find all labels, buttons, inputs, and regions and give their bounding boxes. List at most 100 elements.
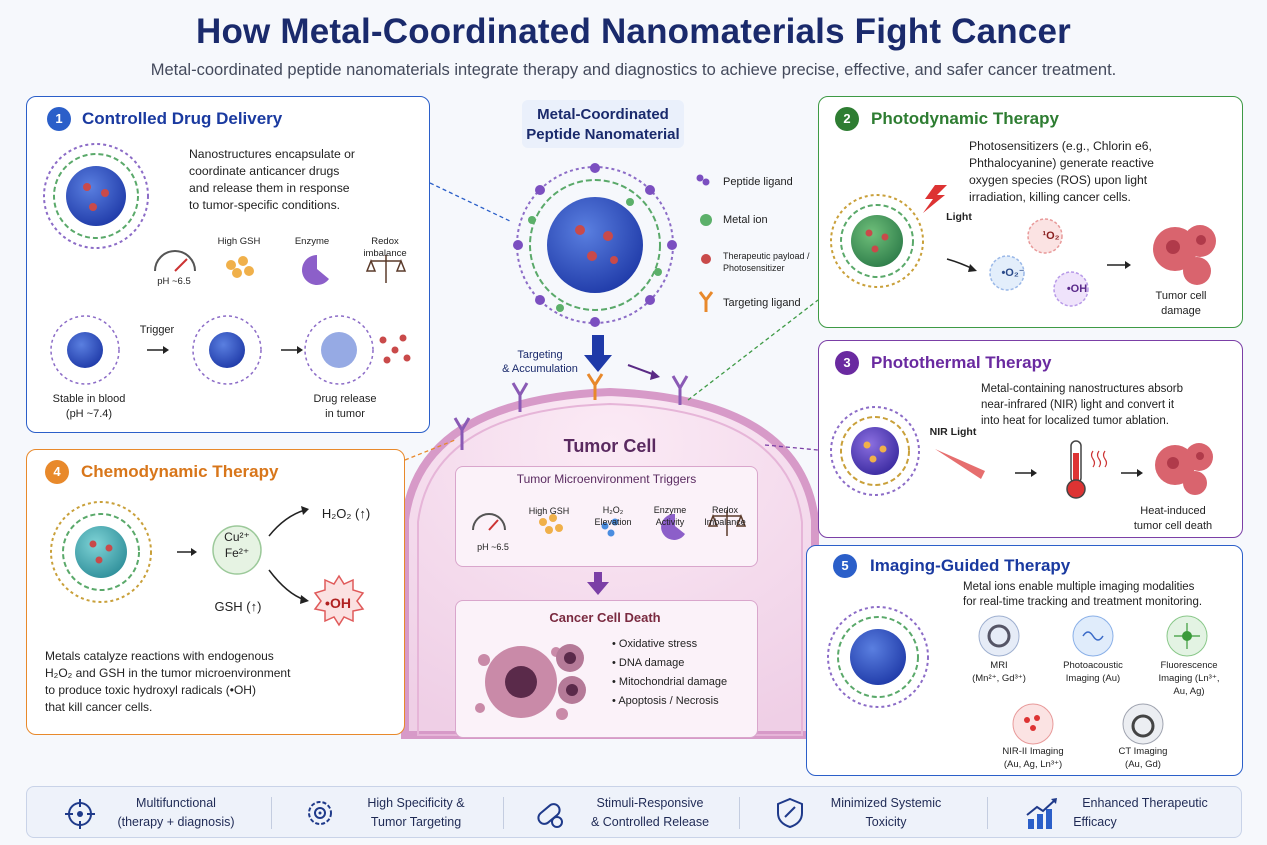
tumor-cell-label: Tumor Cell [563, 436, 657, 456]
panel2-ros-3: •OH [1066, 283, 1088, 295]
panel1-nanoparticle-icon [43, 143, 149, 249]
pa-label-1: Photoacoustic [1063, 660, 1123, 671]
panel4-gsh: GSH (↑) [214, 599, 262, 614]
benefit-5-line2: Efficacy [1073, 815, 1117, 829]
panel4-h2o2: H₂O₂ (↑) [321, 506, 371, 521]
panel2-ros-1: ¹O₂ [1042, 230, 1060, 242]
tme-title: Tumor Microenvironment Triggers [516, 472, 697, 486]
panel4-number: 4 [45, 460, 69, 484]
panel3-nir: NIR Light [929, 426, 977, 438]
panel1-gsh: High GSH [217, 236, 261, 247]
panel4-graphic [50, 501, 365, 627]
tme-activity: Activity [655, 517, 685, 527]
panel4-desc-2: H₂O₂ and GSH in the tumor microenvironme… [45, 666, 291, 680]
death-item-4: • Apoptosis / Necrosis [612, 695, 719, 707]
panel4-ions-1: Cu²⁺ [224, 530, 250, 544]
benefit-4-line1: Minimized Systemic [830, 796, 942, 810]
page-title: How Metal-Coordinated Nanomaterials Figh… [196, 12, 1071, 51]
panel4-ions-2: Fe²⁺ [224, 546, 250, 560]
center-title-box [522, 100, 684, 148]
panel3-result-2: tumor cell death [1133, 520, 1213, 532]
legend-targeting: Targeting ligand [723, 297, 801, 309]
panel2-ros-2: •O₂⁻ [1001, 267, 1025, 279]
capsule-icon [537, 803, 563, 828]
panel3-title: Photothermal Therapy [871, 353, 1052, 372]
panel1-stable-1: Stable in blood [52, 393, 126, 405]
banner-divider-1 [271, 797, 272, 829]
benefit-5-line1: Enhanced Therapeutic [1082, 796, 1208, 810]
pa-label-2: Imaging (Au) [1065, 673, 1121, 684]
panel1-number: 1 [47, 107, 71, 131]
tme-enzyme: Enzyme [653, 505, 687, 515]
panel2-desc-2: Phthalocyanine) generate reactive [969, 156, 1154, 170]
benefit-efficacy: Enhanced Therapeutic Efficacy [987, 787, 1243, 839]
tme-box [455, 466, 758, 567]
nir2-label-1: NIR-II Imaging [1002, 746, 1064, 757]
tme-icons [472, 510, 747, 540]
panel2-desc-1: Photosensitizers (e.g., Chlorin e6, [969, 139, 1152, 153]
death-item-1: • Oxidative stress [612, 638, 698, 650]
benefit-2-line2: Tumor Targeting [370, 815, 462, 829]
panel-imaging: 5 Imaging-Guided Therapy Metal ions enab… [806, 545, 1243, 776]
benefit-2-line1: High Specificity & [367, 796, 465, 810]
panel2-title: Photodynamic Therapy [871, 109, 1059, 128]
legend-payload-2: Photosensitizer [723, 263, 785, 273]
panel3-number: 3 [835, 351, 859, 375]
panel5-desc-1: Metal ions enable multiple imaging modal… [963, 581, 1195, 593]
panel3-graphic [830, 406, 1213, 499]
panel2-result-2: damage [1161, 305, 1201, 317]
benefit-1-line1: Multifunctional [136, 796, 216, 810]
panel1-release-sequence [50, 315, 411, 385]
ct-label-2: (Au, Gd) [1125, 759, 1161, 770]
benefit-3-line1: Stimuli-Responsive [596, 796, 704, 810]
benefits-banner: Multifunctional (therapy + diagnosis) Hi… [26, 786, 1242, 838]
panel2-result-1: Tumor cell [1155, 290, 1207, 302]
death-item-3: • Mitochondrial damage [612, 676, 728, 688]
panel3-desc-1: Metal-containing nanostructures absorb [981, 383, 1184, 395]
benefit-stimuli: Stimuli-Responsive & Controlled Release [503, 787, 739, 839]
panel-chemodynamic: 4 Chemodynamic Therapy Cu²⁺ Fe²⁺ H₂O₂ (↑… [26, 449, 405, 735]
fl-label-1: Fluorescence [1160, 660, 1218, 671]
panel3-desc-3: into heat for localized tumor ablation. [981, 415, 1169, 427]
chart-up-icon [1026, 798, 1057, 829]
panel1-redox: Redox [371, 236, 399, 247]
dying-cell-icon [475, 644, 586, 720]
panel2-graphic [830, 185, 1216, 307]
panel1-imbalance: imbalance [363, 248, 407, 259]
panel5-title: Imaging-Guided Therapy [870, 556, 1071, 575]
panel4-oh: •OH [325, 595, 351, 611]
panel1-desc-3: and release them in response [189, 181, 350, 195]
fl-label-3: Au, Ag) [1173, 686, 1205, 697]
banner-divider-2 [503, 797, 504, 829]
panel3-result-1: Heat-induced [1140, 505, 1206, 517]
panel4-desc-3: to produce toxic hydroxyl radicals (•OH) [45, 683, 256, 697]
center-nanoparticle-icon [513, 163, 677, 327]
panel5-number: 5 [833, 554, 857, 578]
death-title: Cancer Cell Death [549, 610, 661, 625]
center-title-line2: Peptide Nanomaterial [526, 126, 680, 143]
panel5-desc-2: for real-time tracking and treatment mon… [963, 596, 1203, 608]
banner-divider-4 [987, 797, 988, 829]
panel1-ph: pH ~6.5 [157, 276, 191, 287]
tme-h2o2: H₂O₂ [602, 505, 624, 515]
benefit-multifunctional: Multifunctional (therapy + diagnosis) [27, 787, 271, 839]
death-item-2: • DNA damage [612, 657, 685, 669]
tme-elevation: Elevation [594, 517, 632, 527]
panel5-modality-icons [978, 615, 1208, 745]
center-title-line1: Metal-Coordinated [537, 106, 669, 123]
panel2-light: Light [946, 211, 972, 223]
mri-label-2: (Mn²⁺, Gd³⁺) [972, 673, 1026, 684]
banner-divider-3 [739, 797, 740, 829]
benefit-3-line2: & Controlled Release [590, 815, 710, 829]
tme-gsh: High GSH [528, 506, 570, 516]
panel1-trigger-label: Trigger [139, 324, 175, 336]
benefit-specificity: High Specificity & Tumor Targeting [271, 787, 503, 839]
panel2-desc-3: oxygen species (ROS) upon light [969, 173, 1148, 187]
panel2-desc-4: irradiation, killing cancer cells. [969, 190, 1131, 204]
panel4-desc-4: that kill cancer cells. [45, 700, 153, 714]
panel-drug-delivery: 1 Controlled Drug Delivery Nanostructure… [26, 96, 430, 433]
panel4-desc-1: Metals catalyze reactions with endogenou… [45, 649, 274, 663]
panel2-number: 2 [835, 107, 859, 131]
gear-target-icon [308, 801, 332, 825]
panel1-release-1: Drug release [313, 393, 377, 405]
